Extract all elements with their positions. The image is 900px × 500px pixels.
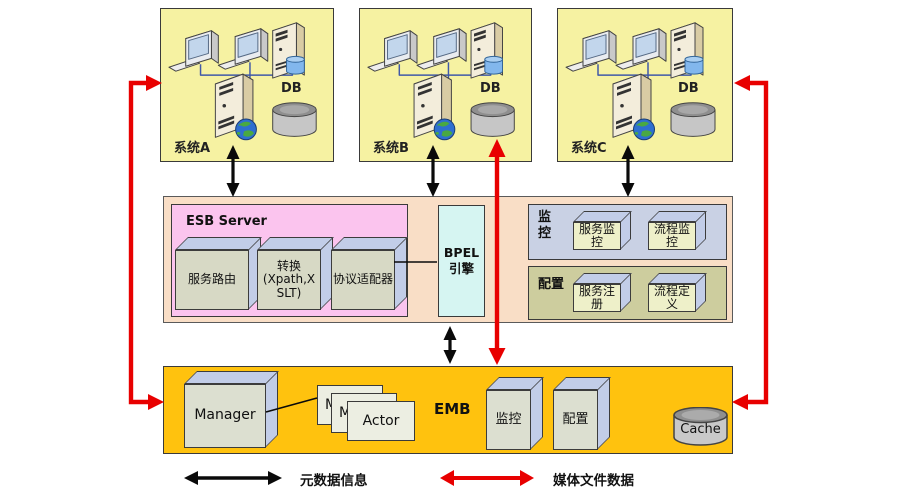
esb-layer: ESB Server 服务路由 转换 (Xpath,X SLT) 协议适配器 B…: [163, 196, 733, 323]
process-monitor-label: 流程监控: [648, 222, 696, 250]
system-name: 系统B: [373, 141, 409, 156]
cache-cylinder: Cache: [673, 407, 728, 447]
esb-server-panel: ESB Server 服务路由 转换 (Xpath,X SLT) 协议适配器: [171, 204, 408, 317]
box-side-face: [265, 371, 278, 448]
legend-metadata-label: 元数据信息: [300, 473, 368, 489]
system-a-box: DB 系统A: [160, 8, 334, 162]
emb-monitor-label: 监控: [486, 390, 531, 450]
system-name: 系统C: [571, 141, 607, 156]
emb-panel: Manager M M Actor EMB 监控 配置 Cache: [163, 366, 733, 454]
box-side-face: [394, 237, 407, 310]
monitor-panel: 监控 服务监控 流程监控: [528, 204, 727, 260]
cache-cylinder-icon: [673, 407, 728, 446]
legend-media-label: 媒体文件数据: [553, 473, 634, 489]
box-side-face: [597, 377, 610, 450]
system-b-box: DB 系统B: [359, 8, 532, 162]
manager-label: Manager: [184, 384, 266, 448]
bpel-engine-box: BPEL 引擎: [438, 205, 485, 317]
box-top-face: [184, 371, 279, 384]
process-define-label: 流程定义: [648, 284, 696, 312]
service-routing-label: 服务路由: [175, 250, 249, 310]
emb-label: EMB: [434, 400, 471, 418]
config-panel: 配置 服务注册 流程定义: [528, 266, 727, 320]
protocol-adapter-label: 协议适配器: [331, 250, 395, 310]
monitor-panel-label: 监控: [538, 210, 552, 242]
service-monitor-label: 服务监控: [573, 222, 621, 250]
transform-label: 转换 (Xpath,X SLT): [257, 250, 321, 310]
db-label: DB: [480, 81, 501, 96]
esb-title: ESB Server: [186, 214, 267, 229]
emb-config-label: 配置: [553, 390, 598, 450]
box-side-face: [530, 377, 543, 450]
db-label: DB: [678, 81, 699, 96]
cache-label: Cache: [680, 422, 721, 437]
actor-card: Actor: [347, 401, 415, 441]
system-name: 系统A: [174, 141, 211, 156]
service-register-label: 服务注册: [573, 284, 621, 312]
config-panel-label: 配置: [538, 277, 565, 292]
system-c-box: DB 系统C: [557, 8, 733, 162]
db-label: DB: [281, 81, 302, 96]
